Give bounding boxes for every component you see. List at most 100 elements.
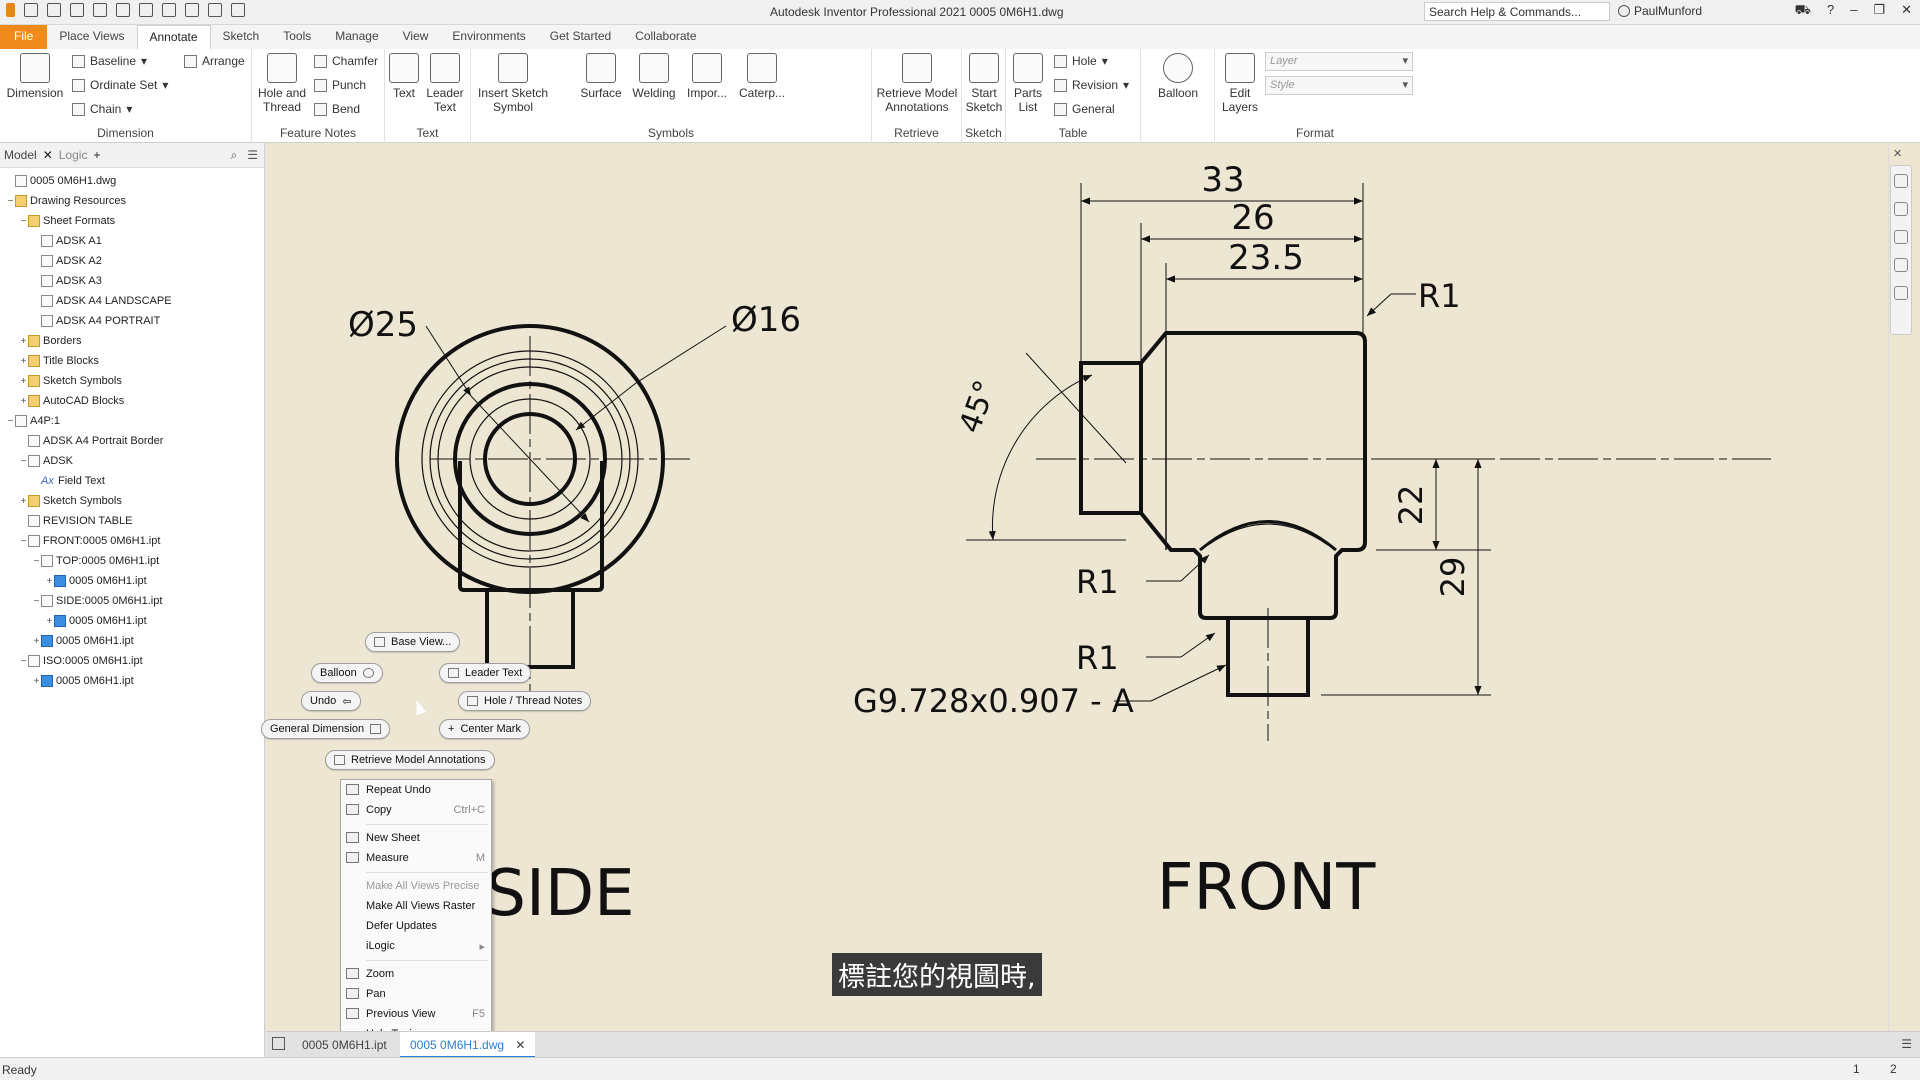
style-dropdown[interactable]: Style [1265,76,1413,95]
tree-expander-icon[interactable]: + [33,635,40,647]
tree-node[interactable]: ADSK A4 Portrait Border [0,431,264,451]
marking-retrieve-button[interactable]: Retrieve Model Annotations [325,750,495,770]
tree-expander-icon[interactable]: + [33,675,40,687]
tab-get-started[interactable]: Get Started [549,29,612,43]
tree-expander-icon[interactable]: − [20,455,27,467]
balloon-ribbon-button[interactable]: Balloon [1153,53,1203,100]
marking-balloon-button[interactable]: Balloon [311,663,383,683]
tree-node[interactable]: −Sheet Formats [0,211,264,231]
import-symbol-button[interactable]: Impor... [684,53,730,100]
dim-23-5[interactable]: 23.5 [1228,238,1304,278]
tab-manage[interactable]: Manage [335,29,379,43]
context-menu-item[interactable]: Defer Updates [341,916,491,936]
tree-expander-icon[interactable]: − [7,195,14,207]
dimension-button[interactable]: Dimension [6,53,64,100]
tab-file[interactable]: File [0,25,48,49]
tree-expander-icon[interactable]: − [20,655,27,667]
retrieve-model-annotations-button[interactable]: Retrieve Model Annotations [874,53,960,114]
tree-node[interactable]: +Sketch Symbols [0,371,264,391]
leader-text-button[interactable]: Leader Text [425,53,465,114]
measure-icon[interactable] [231,3,245,17]
insert-sketch-symbol-button[interactable]: Insert Sketch Symbol [477,53,549,114]
tree-node[interactable]: +0005 0M6H1.ipt [0,571,264,591]
tree-node[interactable]: ADSK A2 [0,251,264,271]
tree-node[interactable]: +0005 0M6H1.ipt [0,671,264,691]
new-icon[interactable] [24,3,38,17]
close-model-tab-icon[interactable]: ✕ [42,148,53,162]
start-sketch-button[interactable]: Start Sketch [964,53,1004,114]
marking-leader-text-button[interactable]: Leader Text [439,663,532,683]
zoom-icon[interactable] [1894,230,1908,244]
doc-tab-dwg[interactable]: 0005 0M6H1.dwg ✕ [400,1032,536,1058]
marking-undo-button[interactable]: Undo⇦ [301,691,361,711]
tree-expander-icon[interactable]: − [33,595,40,607]
dim-diameter-16[interactable]: Ø16 [731,300,801,340]
context-menu-item[interactable]: Zoom [341,964,491,984]
tree-expander-icon[interactable]: + [20,495,27,507]
tree-expander-icon[interactable]: + [20,395,27,407]
user-account[interactable]: PaulMunford [1618,4,1702,18]
tab-view[interactable]: View [402,29,429,43]
tree-node[interactable]: +Borders [0,331,264,351]
help-icon[interactable]: ? [1826,2,1835,17]
dim-33[interactable]: 33 [1201,160,1244,200]
pan-hand-icon[interactable] [1894,202,1908,216]
tree-node[interactable]: −A4P:1 [0,411,264,431]
minimize-button[interactable]: – [1850,2,1858,17]
zoom-window-icon[interactable] [1894,258,1908,272]
punch-button[interactable]: Punch [314,78,366,92]
dim-29[interactable]: 29 [1434,557,1472,598]
hole-thread-button[interactable]: Hole and Thread [254,53,310,114]
tab-sketch[interactable]: Sketch [222,29,260,43]
revision-table-button[interactable]: Revision ▾ [1054,78,1129,92]
tree-expander-icon[interactable]: − [7,415,14,427]
tab-environments[interactable]: Environments [452,29,526,43]
chain-button[interactable]: Chain ▾ [72,102,132,116]
undo-icon[interactable] [93,3,107,17]
dim-r1-top[interactable]: R1 [1418,277,1461,315]
cart-icon[interactable]: ⛟ [1794,2,1811,17]
tree-node[interactable]: ADSK A4 PORTRAIT [0,311,264,331]
surface-button[interactable]: Surface [579,53,623,100]
navbar-close-icon[interactable]: ✕ [1893,148,1903,160]
steering-wheel-icon[interactable] [1894,174,1908,188]
tree-expander-icon[interactable]: − [20,215,27,227]
close-tab-icon[interactable]: ✕ [515,1038,526,1052]
welding-button[interactable]: Welding [631,53,677,100]
save-icon[interactable] [70,3,84,17]
tab-place-views[interactable]: Place Views [59,29,125,43]
context-menu-item[interactable]: Make All Views Raster [341,896,491,916]
caterpillar-button[interactable]: Caterp... [737,53,787,100]
restore-button[interactable]: ❐ [1873,2,1886,17]
open-icon[interactable] [47,3,61,17]
tab-logic[interactable]: Logic [58,148,88,162]
tab-annotate[interactable]: Annotate [136,25,211,49]
tree-node[interactable]: +0005 0M6H1.ipt [0,611,264,631]
baseline-button[interactable]: Baseline ▾ [72,54,147,68]
parts-list-button[interactable]: Parts List [1010,53,1046,114]
context-menu-item[interactable]: iLogic▸ [341,936,491,956]
hole-table-button[interactable]: Hole ▾ [1054,54,1108,68]
search-icon[interactable]: ⌕ [230,147,238,162]
chamfer-button[interactable]: Chamfer [314,54,378,68]
tree-node[interactable]: REVISION TABLE [0,511,264,531]
tree-expander-icon[interactable]: + [20,335,27,347]
marking-base-view-button[interactable]: Base View... [365,632,461,652]
home-tab-icon[interactable] [272,1037,285,1050]
ordinate-set-button[interactable]: Ordinate Set ▾ [72,78,168,92]
marking-general-dimension-button[interactable]: General Dimension [261,719,391,739]
doc-tab-ipt[interactable]: 0005 0M6H1.ipt [302,1038,387,1052]
general-table-button[interactable]: General [1054,102,1115,116]
tab-collaborate[interactable]: Collaborate [635,29,697,43]
tab-tools[interactable]: Tools [283,29,312,43]
tree-node[interactable]: −Drawing Resources [0,191,264,211]
thread-note[interactable]: G9.728x0.907 - A [853,682,1134,720]
home-icon[interactable] [139,3,153,17]
dim-r1-mid[interactable]: R1 [1076,563,1119,601]
drawing-canvas[interactable]: Ø25 Ø16 33 26 23.5 R1 45° R1 R1 22 29 G9… [266,143,1888,1031]
tree-expander-icon[interactable]: − [33,555,40,567]
